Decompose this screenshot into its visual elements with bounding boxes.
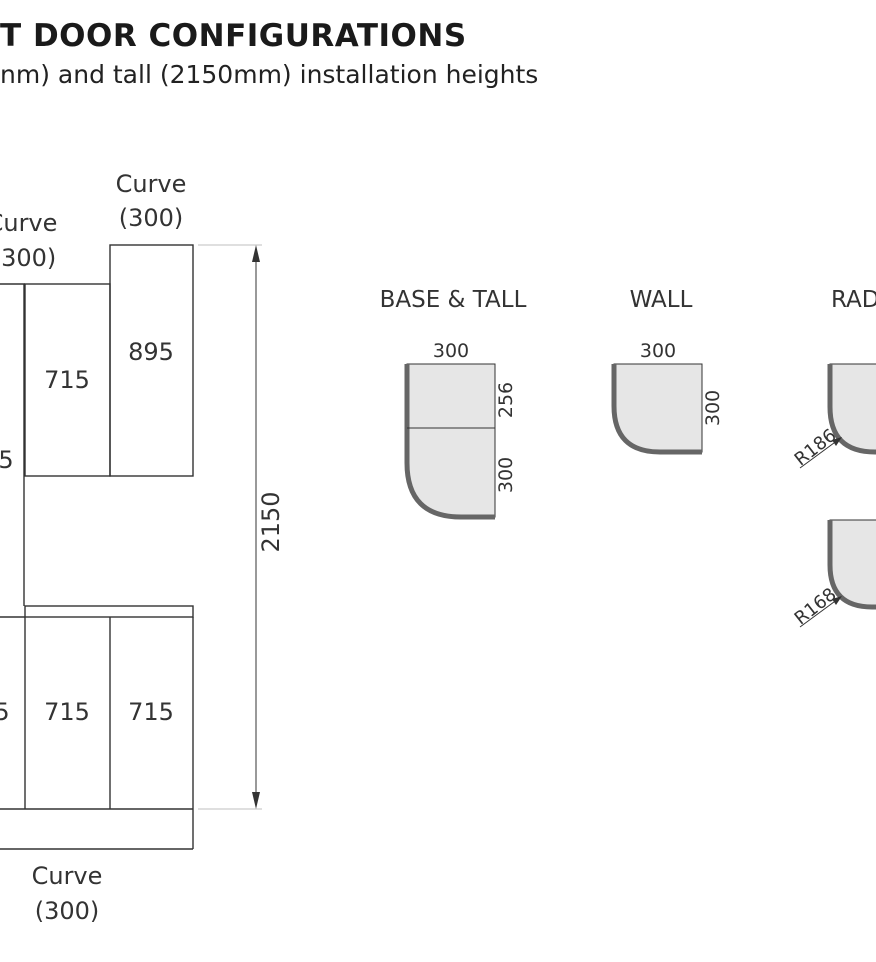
upper-panel-895-label: 895 [128,338,174,366]
base-tall-title: BASE & TALL [380,287,527,313]
bottom-curve-size-label: (300) [35,897,100,925]
base-tall-bottom-dim-label: 300 [495,457,517,493]
wall-title: WALL [630,287,693,313]
radius-upper-edge-band [827,364,876,455]
benchtop-strip [24,605,194,618]
left-edge-partial-label: 5 [0,446,14,474]
height-dimension [198,244,262,810]
lower-panel-a-label: 715 [44,698,90,726]
upper-curve-panel [24,283,111,477]
radius-lower-arrow-icon [832,596,842,605]
height-dimension-line [252,245,260,809]
base-tall-top-dim-label: 256 [495,382,517,418]
radius-upper-leader [799,437,842,469]
arrow-bottom-icon [252,792,260,809]
wall-profile [611,363,703,455]
wall-width-label: 300 [640,340,676,362]
radius-lower-leader [799,596,842,628]
top-curve-label: Curve [116,170,187,198]
page-title: T DOOR CONFIGURATIONS [0,18,467,54]
top-curve-size-label: (300) [119,204,184,232]
radius-upper-arrow-icon [832,437,842,446]
radius-title: RAD [831,287,876,313]
upper-panel-715-label: 715 [44,366,90,394]
base-tall-profile [404,363,496,520]
radius-upper-profile [827,363,876,455]
lower-panel-b-label: 715 [128,698,174,726]
elevation-drawing [0,244,194,850]
lower-left-edge-partial-label: 5 [0,698,10,726]
arrow-top-icon [252,245,260,262]
radius-lower-edge-band [827,520,876,610]
wall-edge-band [611,364,702,455]
upper-curve-size-label: (300) [0,244,56,272]
page-subtitle: nm) and tall (2150mm) installation heigh… [0,60,539,89]
base-tall-width-label: 300 [433,340,469,362]
wall-depth-label: 300 [702,390,724,426]
base-tall-edge-band [404,364,495,520]
radius-lower-profile [827,519,876,610]
total-height-label: 2150 [257,491,285,552]
bottom-curve-label: Curve [32,862,103,890]
upper-curve-label: Curve [0,209,57,237]
